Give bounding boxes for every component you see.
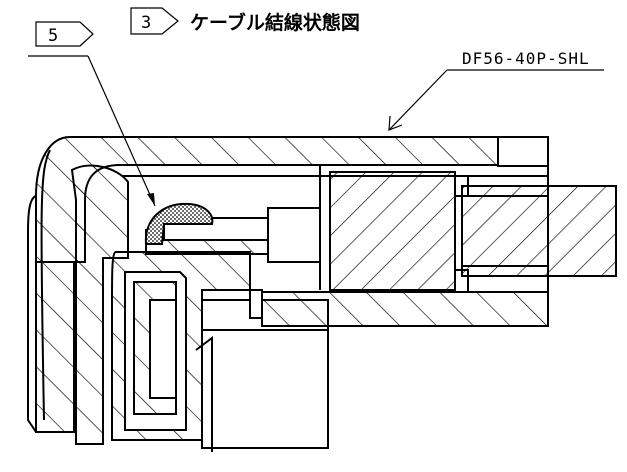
cable-insulation — [329, 171, 456, 291]
j-contact-hook-gap — [149, 299, 177, 399]
note-flag-number: 3 — [141, 13, 151, 33]
part-number-arrowhead — [388, 115, 403, 131]
top-right-step — [497, 136, 549, 167]
callout-5: 5 — [28, 21, 156, 207]
ground-plate — [261, 291, 549, 327]
ground-plate-step — [249, 289, 263, 319]
callout-leader — [87, 55, 156, 207]
connector-section — [27, 136, 617, 452]
shell-outer-contour — [27, 195, 37, 433]
title-text: ケーブル結線状態図 — [190, 11, 360, 34]
cable-jacket — [461, 185, 617, 277]
solder-fillet — [144, 202, 214, 245]
part-number-leader — [388, 69, 448, 131]
side-hatched-plate — [70, 164, 129, 445]
note-flag-icon — [130, 7, 179, 35]
part-number-label: DF56-40P-SHL — [388, 49, 604, 131]
housing-left-tab — [195, 336, 213, 452]
callout-flag-icon — [35, 21, 94, 47]
diagram-title: 3 ケーブル結線状態図 — [130, 7, 360, 35]
wire-core — [267, 207, 321, 263]
part-number-text: DF56-40P-SHL — [462, 49, 590, 68]
shell-inner-curve — [40, 149, 51, 421]
callout-number: 5 — [48, 26, 58, 46]
callout-arrowhead — [147, 193, 155, 206]
